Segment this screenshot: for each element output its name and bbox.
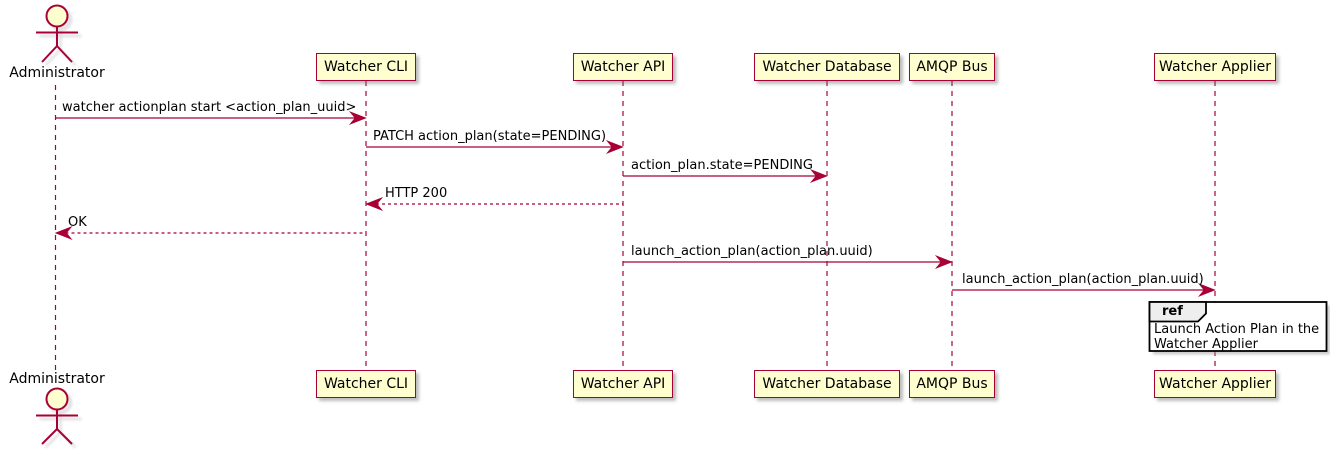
ref-operator-pentagon [1148, 301, 1207, 323]
message-label-7: launch_action_plan(action_plan.uuid) [962, 272, 1204, 287]
participant-label: Watcher Applier [1159, 376, 1271, 392]
message-label-1: watcher actionplan start <action_plan_uu… [62, 100, 357, 115]
arrowhead-msg-2 [605, 139, 624, 155]
participant-amqp-bus-bottom: AMQP Bus [909, 370, 995, 398]
participant-amqp-bus-top: AMQP Bus [909, 53, 995, 81]
participant-watcher-cli-bottom: Watcher CLI [316, 370, 416, 398]
lifelines [54, 81, 1216, 370]
arrowhead-msg-6 [934, 254, 953, 270]
participant-watcher-applier-bottom: Watcher Applier [1154, 370, 1276, 398]
participant-watcher-cli-top: Watcher CLI [316, 53, 416, 81]
participant-label: AMQP Bus [916, 59, 988, 75]
message-label-5: OK [68, 215, 87, 230]
arrowhead-msg-3 [809, 168, 828, 184]
ref-text-line-2: Watcher Applier [1154, 337, 1258, 352]
actor-label-top: Administrator [9, 65, 105, 81]
ref-text-line-1: Launch Action Plan in the [1154, 322, 1320, 337]
participant-label: Watcher Database [762, 59, 892, 75]
ref-text: Launch Action Plan in the Watcher Applie… [1154, 322, 1319, 352]
participant-label: Watcher API [580, 376, 666, 392]
participant-label: Watcher Database [762, 376, 892, 392]
actor-head [45, 387, 69, 411]
participant-label: Watcher Applier [1159, 59, 1271, 75]
actor-head [45, 4, 69, 28]
message-label-2: PATCH action_plan(state=PENDING) [373, 129, 607, 144]
ref-fragment-shapes [1148, 301, 1330, 355]
participant-watcher-database-top: Watcher Database [754, 53, 900, 81]
participant-label: Watcher API [580, 59, 666, 75]
message-arrows [54, 110, 1216, 298]
participant-watcher-applier-top: Watcher Applier [1154, 53, 1276, 81]
participant-label: Watcher CLI [323, 59, 409, 75]
arrowhead-msg-7 [1197, 282, 1216, 298]
actor-label-bottom: Administrator [9, 371, 105, 387]
participant-watcher-api-bottom: Watcher API [573, 370, 673, 398]
arrowhead-msg-4 [365, 196, 384, 212]
message-label-6: launch_action_plan(action_plan.uuid) [631, 244, 873, 259]
participant-watcher-api-top: Watcher API [573, 53, 673, 81]
message-label-3: action_plan.state=PENDING [631, 158, 813, 173]
ref-operator-label: ref [1162, 304, 1183, 319]
participant-watcher-database-bottom: Watcher Database [754, 370, 900, 398]
message-label-4: HTTP 200 [385, 186, 448, 201]
actor-figure-bottom [36, 387, 78, 445]
arrowhead-msg-5 [54, 225, 73, 241]
arrowhead-msg-1 [348, 110, 367, 126]
participant-label: AMQP Bus [916, 376, 988, 392]
participant-label: Watcher CLI [323, 376, 409, 392]
actor-figure-top [36, 4, 78, 63]
